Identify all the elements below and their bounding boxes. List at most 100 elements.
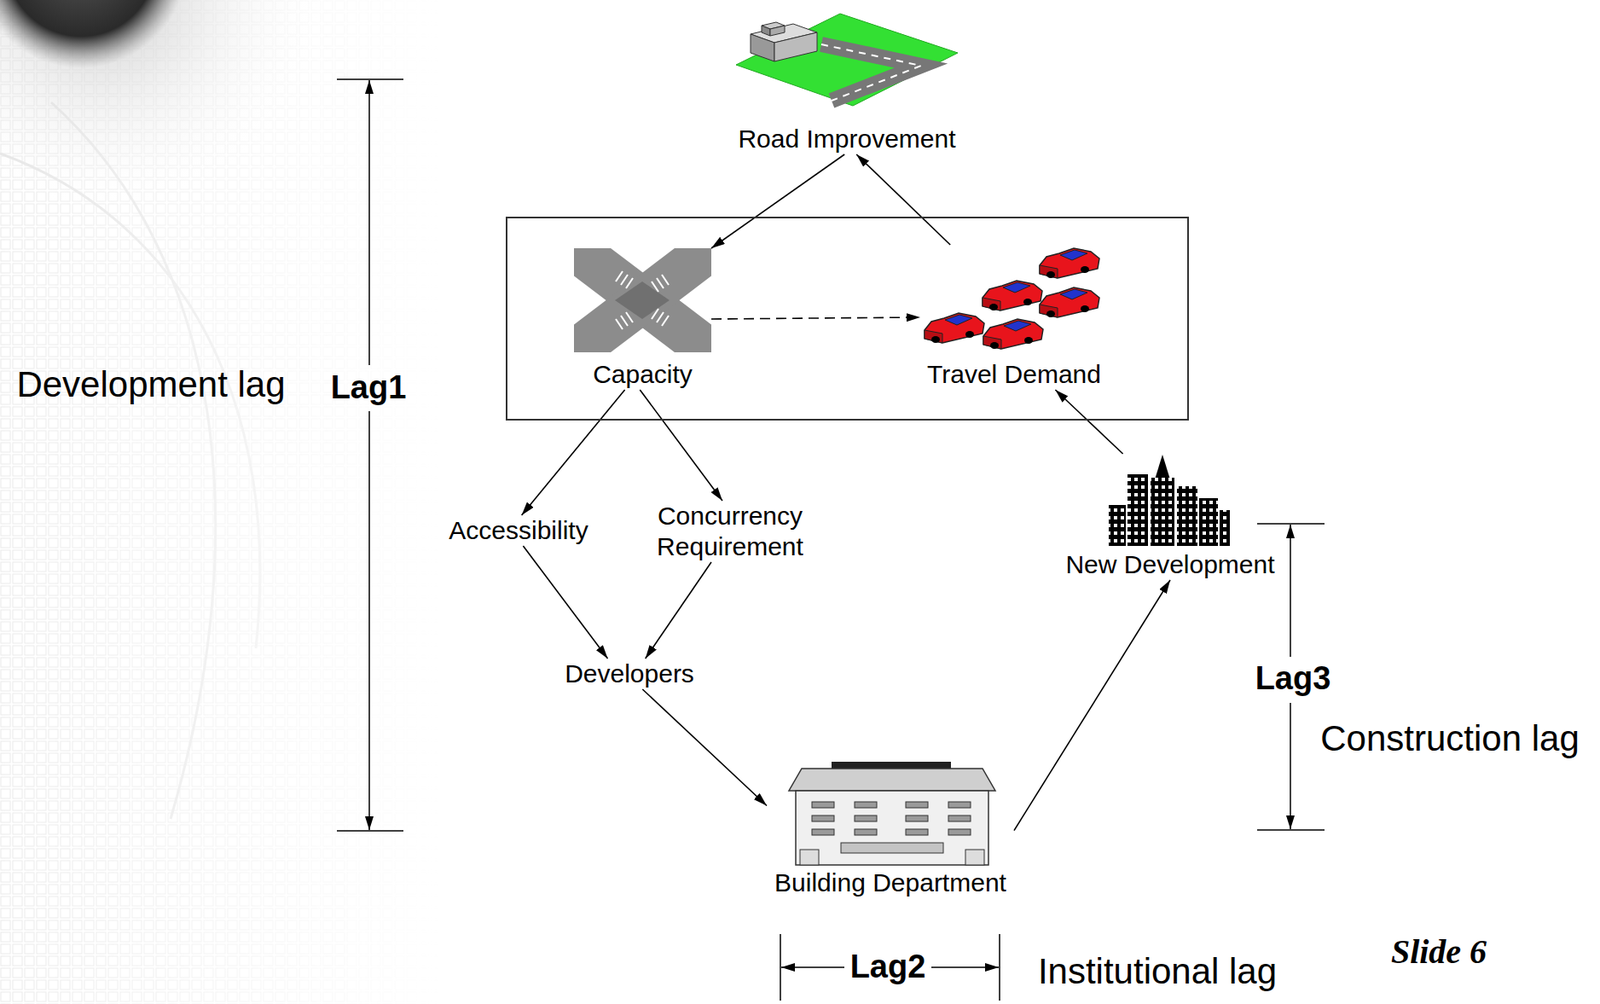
svg-line <box>1289 702 1292 829</box>
svg-use <box>1039 248 1100 279</box>
svg-line <box>998 933 1001 1001</box>
svg-line <box>661 274 669 285</box>
flow-arrow <box>521 389 626 516</box>
svg-polygon <box>761 25 771 36</box>
node-label: Building Department <box>766 867 1015 899</box>
node-label: Capacity <box>573 359 712 390</box>
node-label: Accessibility <box>441 515 596 546</box>
svg-line <box>1289 524 1292 657</box>
svg-line <box>615 318 623 330</box>
svg-rect <box>831 761 951 769</box>
node-label: New Development <box>1062 549 1278 580</box>
svg-rect <box>948 815 971 822</box>
lag1-dimension <box>336 79 404 831</box>
svg-line <box>1257 828 1325 831</box>
node-label: Travel Demand <box>920 359 1108 390</box>
flow-arrow <box>1055 389 1123 454</box>
flow-arrow <box>856 154 951 245</box>
lag-description: Institutional lag <box>1037 950 1277 992</box>
svg-rect <box>811 815 835 822</box>
svg-line <box>626 278 633 289</box>
svg-rect <box>948 828 971 835</box>
travel-demand-node: Travel Demand <box>920 244 1108 390</box>
concurrency-node: Concurrency Requirement <box>644 500 816 563</box>
dashed-arrow <box>711 317 921 319</box>
svg-g <box>811 801 971 835</box>
svg-rect <box>1219 510 1230 546</box>
road-improvement-node: Road Improvement <box>727 11 967 155</box>
building-department-icon <box>788 761 996 865</box>
svg-line <box>656 312 664 323</box>
svg-polygon <box>614 281 670 319</box>
flow-arrow <box>642 689 767 806</box>
svg-line <box>781 966 845 969</box>
traffic-icon <box>924 248 1100 349</box>
svg-rect <box>854 815 877 822</box>
building-department-node: Building Department <box>766 759 1015 899</box>
svg-rect <box>811 801 835 808</box>
svg-rect <box>1127 474 1148 546</box>
svg-rect <box>854 801 877 808</box>
svg-rect <box>1150 477 1175 546</box>
svg-line <box>661 315 669 326</box>
lag-name: Lag3 <box>1255 660 1332 698</box>
lag-name: Lag1 <box>330 369 407 407</box>
flow-arrow <box>639 389 723 501</box>
system-frame: Capacity Travel Demand <box>505 216 1189 421</box>
svg-use <box>1039 287 1100 318</box>
flow-arrow <box>711 154 845 249</box>
svg-rect <box>795 790 989 865</box>
svg-rect <box>800 849 819 865</box>
svg-polygon <box>770 25 785 36</box>
new-development-node: New Development <box>1062 453 1278 580</box>
svg-rect <box>965 849 985 865</box>
svg-line <box>336 78 404 81</box>
svg-use <box>982 280 1043 311</box>
svg-use <box>983 318 1044 349</box>
lag-name: Lag2 <box>850 948 927 986</box>
node-label: Road Improvement <box>727 123 967 155</box>
svg-line <box>1257 522 1325 525</box>
svg-polyline <box>821 44 922 101</box>
svg-rect <box>905 815 928 822</box>
flow-arrow <box>1014 579 1171 831</box>
svg-line <box>656 278 664 289</box>
lag-description: Construction lag <box>1320 718 1580 760</box>
node-label: Developers <box>556 658 702 690</box>
svg-polygon <box>788 768 996 791</box>
svg-polyline <box>821 44 922 101</box>
intersection-icon <box>573 248 712 353</box>
svg-line <box>573 248 712 353</box>
svg-rect <box>905 801 928 808</box>
svg-line <box>620 274 628 285</box>
road-improvement-icon <box>736 13 958 106</box>
slide-number: Slide 6 <box>1391 932 1487 972</box>
svg-line <box>620 315 628 326</box>
svg-line <box>779 933 782 1001</box>
svg-rect <box>854 828 877 835</box>
svg-polygon <box>1154 454 1171 480</box>
svg-line <box>368 80 371 366</box>
svg-g <box>615 271 669 330</box>
svg-rect <box>1108 504 1126 546</box>
svg-line <box>931 966 999 969</box>
developers-node: Developers <box>556 658 702 690</box>
svg-line <box>615 271 623 282</box>
svg-rect <box>1176 486 1198 546</box>
node-label: Concurrency Requirement <box>644 500 816 563</box>
svg-line <box>651 281 659 292</box>
svg-polygon <box>774 32 818 62</box>
globe-sphere <box>0 0 188 69</box>
svg-line <box>336 829 404 832</box>
svg-polygon <box>736 13 958 106</box>
city-icon <box>1108 454 1230 546</box>
svg-rect <box>1199 498 1218 546</box>
svg-rect <box>811 828 835 835</box>
svg-line <box>651 308 659 319</box>
svg-line <box>626 312 633 323</box>
svg-rect <box>948 801 971 808</box>
svg-polygon <box>750 34 775 62</box>
accessibility-node: Accessibility <box>441 515 596 546</box>
flow-arrow <box>645 562 712 659</box>
